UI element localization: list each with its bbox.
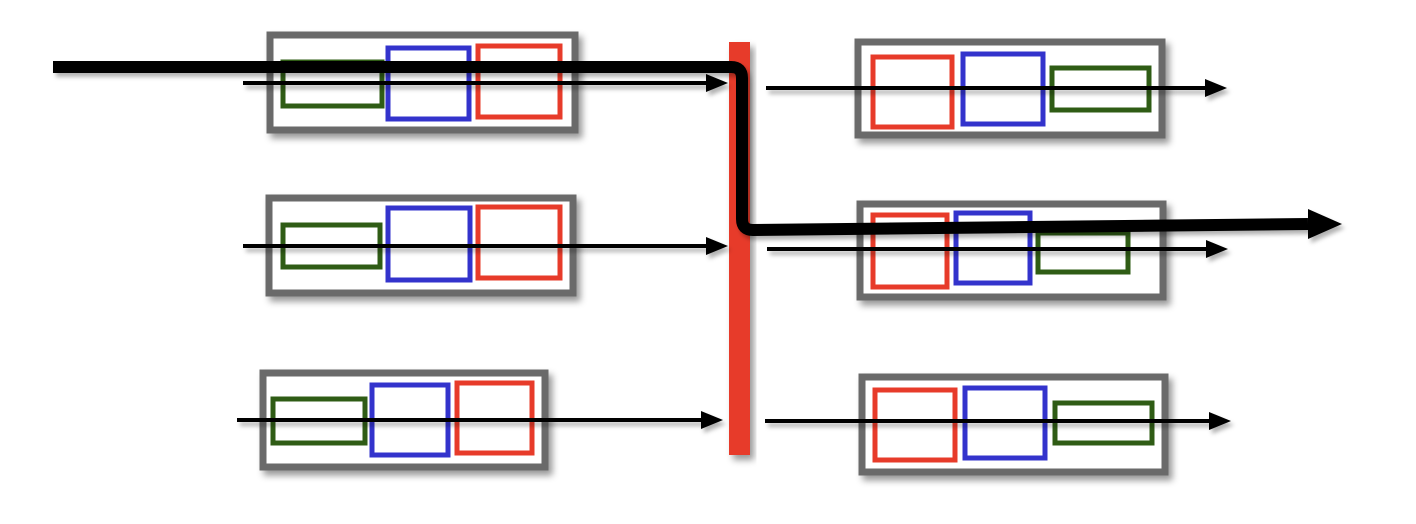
flow-arrows-layer [53, 61, 1342, 430]
output-flow-1-arrowhead [1205, 79, 1227, 97]
input-flow-1-arrow [243, 74, 728, 92]
redirected-flow-line [53, 61, 1309, 237]
input-queue-2-red-slot [475, 204, 563, 281]
output-flow-1-arrow [766, 79, 1227, 97]
output-queue-3-red-slot [872, 387, 958, 463]
input-flow-3-arrowhead [701, 411, 723, 429]
input-flow-2-arrow [243, 237, 728, 255]
output-flow-3-arrow [765, 412, 1231, 430]
redirected-flow-arrow [53, 61, 1342, 239]
output-flow-2-arrow [767, 240, 1228, 258]
output-queue-3 [858, 373, 1169, 476]
input-flow-1-arrowhead [706, 74, 728, 92]
output-flow-3-arrowhead [1209, 412, 1231, 430]
output-flow-2-arrowhead [1206, 240, 1228, 258]
queue-boxes-layer [259, 31, 1169, 476]
input-flow-3-arrow [237, 411, 723, 429]
output-queue-2-green-slot [1035, 230, 1131, 275]
redirected-flow-arrowhead [1308, 209, 1342, 239]
output-queue-1-red-slot [870, 54, 955, 130]
input-flow-2-arrowhead [706, 237, 728, 255]
